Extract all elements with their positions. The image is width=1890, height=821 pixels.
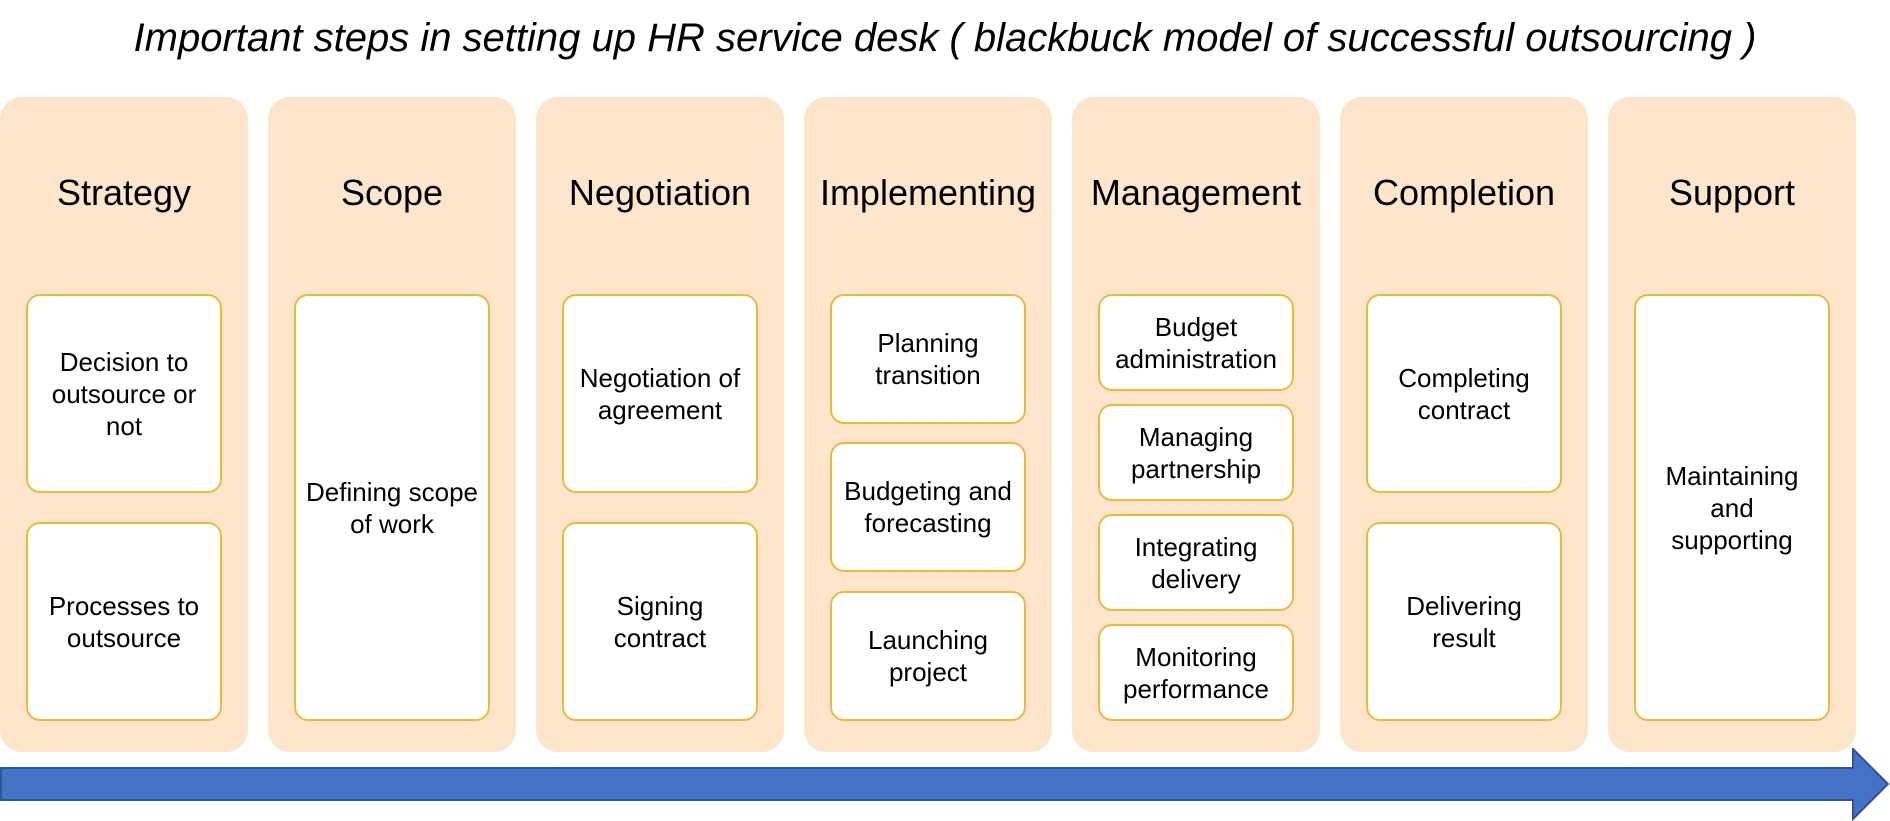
- step-box: Monitoring performance: [1098, 624, 1294, 721]
- step-box: Planning transition: [830, 294, 1026, 424]
- phase-title: Negotiation: [568, 172, 752, 213]
- phase-column-implementing: Implementing Planning transition Budgeti…: [804, 97, 1052, 752]
- phase-column-support: Support Maintaining and supporting: [1608, 97, 1856, 752]
- step-box: Managing partnership: [1098, 404, 1294, 501]
- phase-title: Management: [1090, 172, 1302, 213]
- step-box: Negotiation of agreement: [562, 294, 758, 493]
- step-box: Launching project: [830, 591, 1026, 721]
- step-box: Integrating delivery: [1098, 514, 1294, 611]
- phase-title: Scope: [340, 172, 444, 213]
- phase-title: Strategy: [56, 172, 192, 213]
- step-box: Processes to outsource: [26, 522, 222, 721]
- step-box: Decision to outsource or not: [26, 294, 222, 493]
- step-box: Signing contract: [562, 522, 758, 721]
- timeline-arrow: [0, 748, 1890, 821]
- step-box: Maintaining and supporting: [1634, 294, 1830, 721]
- step-box: Defining scope of work: [294, 294, 490, 721]
- phase-title: Implementing: [819, 172, 1037, 213]
- phase-column-negotiation: Negotiation Negotiation of agreement Sig…: [536, 97, 784, 752]
- phase-column-scope: Scope Defining scope of work: [268, 97, 516, 752]
- phase-column-management: Management Budget administration Managin…: [1072, 97, 1320, 752]
- step-box: Budgeting and forecasting: [830, 442, 1026, 572]
- phase-title: Support: [1668, 172, 1796, 213]
- phase-column-completion: Completion Completing contract Deliverin…: [1340, 97, 1588, 752]
- phase-column-strategy: Strategy Decision to outsource or not Pr…: [0, 97, 248, 752]
- step-box: Completing contract: [1366, 294, 1562, 493]
- step-box: Budget administration: [1098, 294, 1294, 391]
- step-box: Delivering result: [1366, 522, 1562, 721]
- phase-title: Completion: [1372, 172, 1556, 213]
- diagram-title: Important steps in setting up HR service…: [133, 16, 1757, 60]
